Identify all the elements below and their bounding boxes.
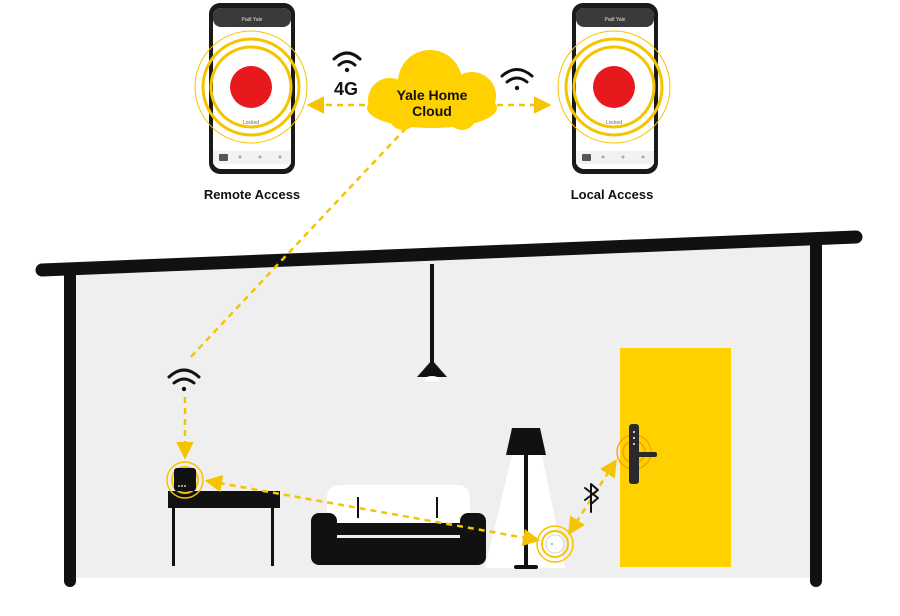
lock-button-icon[interactable] bbox=[593, 66, 635, 108]
wifi-icon bbox=[167, 368, 201, 392]
pendant-lamp bbox=[417, 264, 447, 382]
remote-access-caption: Remote Access bbox=[204, 187, 300, 202]
smart-lock bbox=[616, 424, 657, 484]
connect-hub bbox=[536, 525, 574, 563]
connection-lines bbox=[176, 96, 617, 547]
phone-remote: Padl Yale Locked bbox=[194, 3, 308, 174]
bluetooth-icon bbox=[584, 483, 599, 513]
line-bridge-to-hub bbox=[204, 474, 541, 547]
wifi-icon bbox=[500, 68, 534, 91]
phone-remote-status: Locked bbox=[243, 120, 259, 126]
cloud-icon bbox=[367, 50, 497, 130]
line-hub-to-lock bbox=[568, 459, 617, 535]
roof bbox=[35, 230, 863, 277]
lock-button-icon[interactable] bbox=[230, 66, 272, 108]
line-cloud-to-wifi bbox=[187, 127, 407, 361]
cellular-label: 4G bbox=[334, 79, 358, 99]
local-access-caption: Local Access bbox=[571, 187, 654, 202]
cloud-label-line1: Yale Home bbox=[397, 87, 468, 103]
front-door bbox=[616, 348, 731, 567]
phone-local-status: Locked bbox=[606, 120, 622, 126]
phone-remote-app-title: Padl Yale bbox=[242, 17, 263, 23]
phone-local: Padl Yale Locked bbox=[557, 3, 671, 174]
cellular-wifi-icon bbox=[332, 51, 362, 73]
wifi-bridge bbox=[166, 461, 204, 499]
yale-home-cloud: Yale Home Cloud bbox=[367, 50, 497, 130]
cloud-label-line2: Cloud bbox=[412, 103, 452, 119]
phone-local-app-title: Padl Yale bbox=[605, 17, 626, 23]
